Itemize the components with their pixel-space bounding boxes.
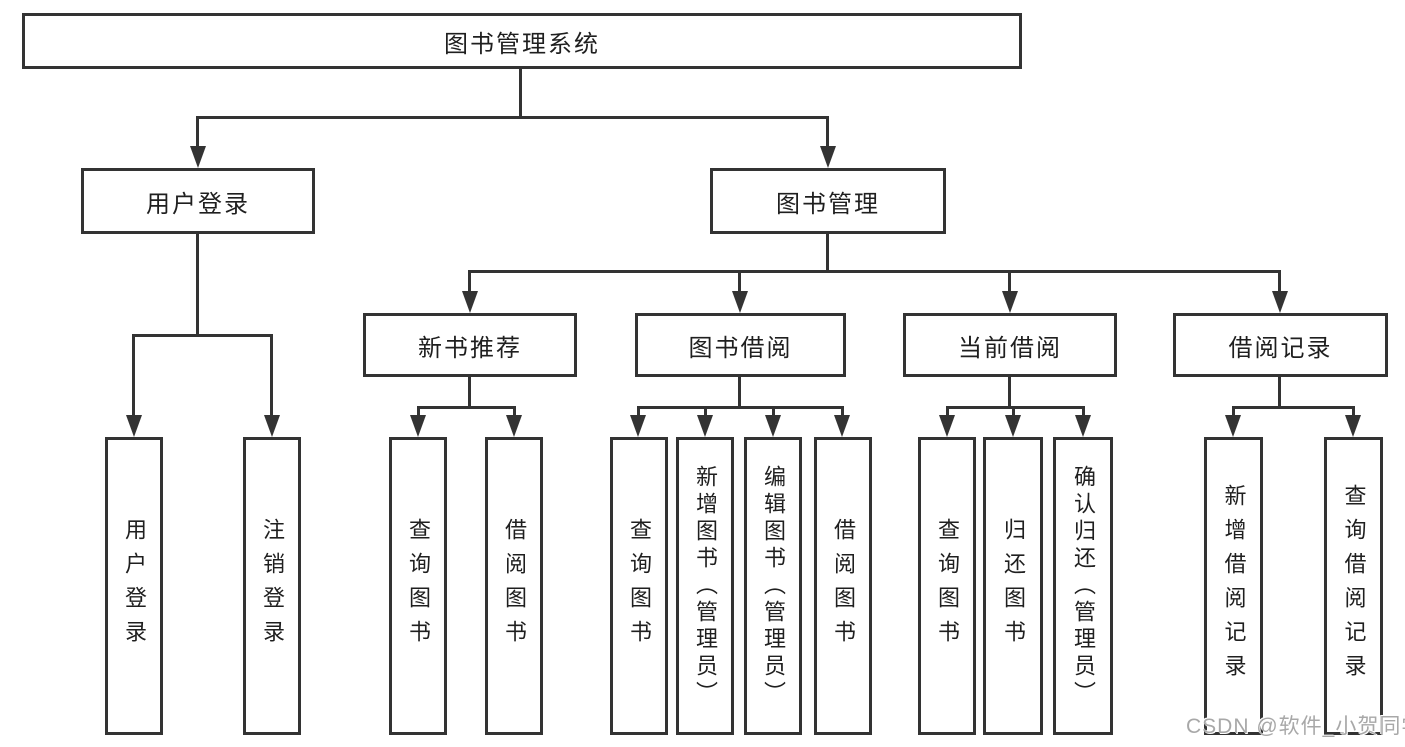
arrowhead-icon [697,415,713,437]
csdn-watermark: CSDN @软件_小贺同学 [1186,715,1405,738]
arrowhead-icon [820,146,836,168]
leaf-borrow-books-borrowing: 借阅图书 [814,437,872,735]
connector-line [826,116,829,147]
connector-line [417,406,515,409]
leaf-user-login: 用户登录 [105,437,163,735]
arrowhead-icon [1075,415,1091,437]
connector-line [1008,376,1011,408]
connector-line [468,270,471,292]
connector-line [270,334,273,416]
connector-line [132,334,273,337]
connector-line [946,406,949,416]
arrowhead-icon [1345,415,1361,437]
connector-line [738,270,741,292]
node-user-login: 用户登录 [81,168,315,234]
connector-line [826,232,829,273]
node-borrowing-records: 借阅记录 [1173,313,1388,377]
connector-line [468,376,471,408]
leaf-return-books: 归还图书 [983,437,1043,735]
connector-line [196,232,199,336]
connector-line [197,116,829,119]
arrowhead-icon [939,415,955,437]
connector-line [772,406,775,416]
connector-line [1278,270,1281,292]
leaf-add-books-admin: 新增图书（管理员） [676,437,734,735]
node-library-system: 图书管理系统 [22,13,1022,69]
arrowhead-icon [410,415,426,437]
arrowhead-icon [190,146,206,168]
connector-line [513,406,516,416]
connector-line [132,334,135,416]
leaf-query-books-current: 查询图书 [918,437,976,735]
connector-line [1352,406,1355,416]
connector-line [1232,406,1235,416]
connector-line [1232,406,1354,409]
leaf-confirm-return-admin: 确认归还（管理员） [1053,437,1113,735]
leaf-logout-login: 注销登录 [243,437,301,735]
arrowhead-icon [1005,415,1021,437]
connector-line [841,406,844,416]
connector-line [468,270,1281,273]
arrowhead-icon [732,291,748,313]
arrowhead-icon [462,291,478,313]
connector-line [738,376,741,408]
leaf-query-books-borrowing: 查询图书 [610,437,668,735]
connector-line [1082,406,1085,416]
leaf-add-borrow-record: 新增借阅记录 [1204,437,1263,735]
arrowhead-icon [630,415,646,437]
connector-line [519,68,522,118]
connector-line [1008,270,1011,292]
node-book-borrowing: 图书借阅 [635,313,846,377]
arrowhead-icon [1225,415,1241,437]
node-new-book-recommend: 新书推荐 [363,313,577,377]
connector-line [1278,376,1281,408]
arrowhead-icon [765,415,781,437]
connector-line [196,116,199,147]
connector-line [704,406,707,416]
node-current-borrowing: 当前借阅 [903,313,1117,377]
connector-line [637,406,640,416]
arrowhead-icon [834,415,850,437]
connector-line [417,406,420,416]
leaf-borrow-books-recommend: 借阅图书 [485,437,543,735]
arrowhead-icon [1272,291,1288,313]
leaf-query-borrow-record: 查询借阅记录 [1324,437,1383,735]
leaf-query-books-recommend: 查询图书 [389,437,447,735]
arrowhead-icon [264,415,280,437]
node-book-management: 图书管理 [710,168,946,234]
connector-line [1012,406,1015,416]
arrowhead-icon [506,415,522,437]
connector-line [946,406,1084,409]
arrowhead-icon [126,415,142,437]
arrowhead-icon [1002,291,1018,313]
connector-line [637,406,843,409]
leaf-edit-books-admin: 编辑图书（管理员） [744,437,802,735]
